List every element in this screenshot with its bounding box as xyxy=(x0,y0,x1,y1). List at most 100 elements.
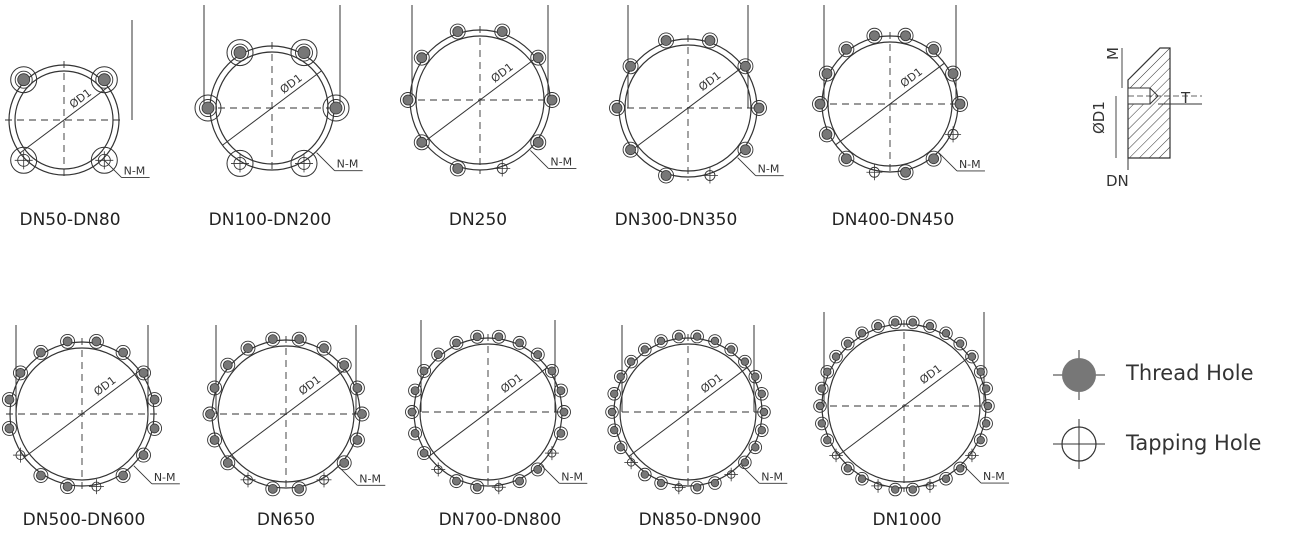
thread-hole xyxy=(692,483,702,492)
thread-hole xyxy=(710,478,720,488)
hole-ring xyxy=(115,345,131,360)
thread-hole xyxy=(297,46,311,59)
flange-lobe xyxy=(322,94,350,122)
hole-ring xyxy=(737,58,754,75)
caption-dn300-dn350: DN300-DN350 xyxy=(614,210,738,230)
hole-ring xyxy=(408,426,423,441)
thread-hole xyxy=(759,407,769,417)
thread-hole xyxy=(607,407,617,417)
flange-lobe xyxy=(10,66,38,94)
note-label: N-M xyxy=(124,165,146,178)
thread-hole xyxy=(640,345,650,354)
hole-ring xyxy=(939,326,953,341)
hole-ring xyxy=(866,27,883,44)
thread-hole xyxy=(243,343,253,354)
caption-dn250: DN250 xyxy=(448,210,508,230)
diameter-label: ØD1 xyxy=(296,373,323,398)
thread-hole xyxy=(416,52,428,64)
flange-lobe xyxy=(10,146,38,174)
hole-ring xyxy=(812,96,828,112)
thread-hole xyxy=(925,321,935,331)
label-m: M xyxy=(1104,47,1122,60)
thread-hole xyxy=(352,435,363,445)
thread-hole xyxy=(222,457,233,468)
note-label: N-M xyxy=(983,470,1005,483)
thread-hole xyxy=(857,474,867,483)
hole-ring xyxy=(553,426,568,441)
caption-dn100-dn200: DN100-DN200 xyxy=(208,210,332,230)
thread-hole xyxy=(626,357,636,366)
hole-ring xyxy=(897,164,914,181)
hole-ring xyxy=(748,440,763,455)
hole-ring xyxy=(265,481,281,497)
hole-ring xyxy=(979,416,993,431)
hole-ring xyxy=(405,405,419,419)
hole-ring xyxy=(888,482,902,497)
hole-ring xyxy=(737,141,754,158)
thread-hole xyxy=(97,73,111,87)
thread-hole xyxy=(329,101,343,115)
thread-hole xyxy=(981,419,991,428)
note-leader xyxy=(737,157,756,176)
hole-ring xyxy=(417,363,432,378)
hole-ring xyxy=(400,92,416,108)
hole-ring xyxy=(820,433,835,447)
thread-hole xyxy=(533,465,543,474)
hole-ring xyxy=(136,365,151,381)
diameter-line xyxy=(835,62,945,146)
hole-ring xyxy=(925,41,942,58)
hole-ring xyxy=(818,65,835,82)
legend-tapping-hole-icon xyxy=(1053,419,1105,469)
thread-hole xyxy=(928,43,940,55)
thread-hole xyxy=(494,332,504,342)
thread-hole xyxy=(149,394,160,405)
thread-hole xyxy=(873,321,883,331)
thread-hole xyxy=(138,367,149,378)
hole-ring xyxy=(530,347,545,362)
hole-ring xyxy=(973,433,988,447)
thread-hole xyxy=(4,423,15,434)
thread-hole xyxy=(710,336,720,346)
thread-hole xyxy=(209,435,220,445)
hole-ring xyxy=(838,41,855,58)
hole-ring xyxy=(530,134,547,151)
diameter-line xyxy=(19,86,109,154)
hole-ring xyxy=(925,150,942,167)
thread-hole xyxy=(472,482,482,492)
hole-ring xyxy=(945,65,962,82)
hole-ring xyxy=(855,326,869,341)
thread-hole xyxy=(610,389,619,399)
hole-ring xyxy=(408,383,423,398)
hole-ring xyxy=(708,334,722,348)
thread-hole xyxy=(233,46,247,59)
hole-ring xyxy=(923,319,937,333)
thread-hole xyxy=(625,60,636,72)
thread-hole xyxy=(91,336,102,347)
hole-ring xyxy=(757,405,771,419)
thread-hole xyxy=(947,68,959,80)
thread-hole xyxy=(452,476,461,486)
thread-hole xyxy=(967,352,977,361)
hole-ring xyxy=(316,340,332,356)
caption-dn50-dn80: DN50-DN80 xyxy=(19,210,121,230)
thread-hole xyxy=(556,429,566,438)
thread-hole xyxy=(62,336,73,347)
thread-hole xyxy=(402,94,414,106)
hole-ring xyxy=(512,335,527,350)
thread-hole xyxy=(740,60,751,72)
hole-ring xyxy=(607,423,621,437)
legend-tapping-hole xyxy=(1061,426,1097,462)
thread-hole xyxy=(433,350,443,359)
hole-ring xyxy=(906,482,920,497)
hole-ring xyxy=(829,349,843,364)
hole-ring xyxy=(888,315,902,330)
thread-hole xyxy=(339,457,350,468)
hole-ring xyxy=(690,480,704,495)
flange-lobe xyxy=(290,39,318,67)
flange-lobe xyxy=(194,94,222,122)
legend xyxy=(1053,350,1105,469)
diameter-label: ØD1 xyxy=(696,69,723,94)
hole-ring xyxy=(199,99,217,117)
